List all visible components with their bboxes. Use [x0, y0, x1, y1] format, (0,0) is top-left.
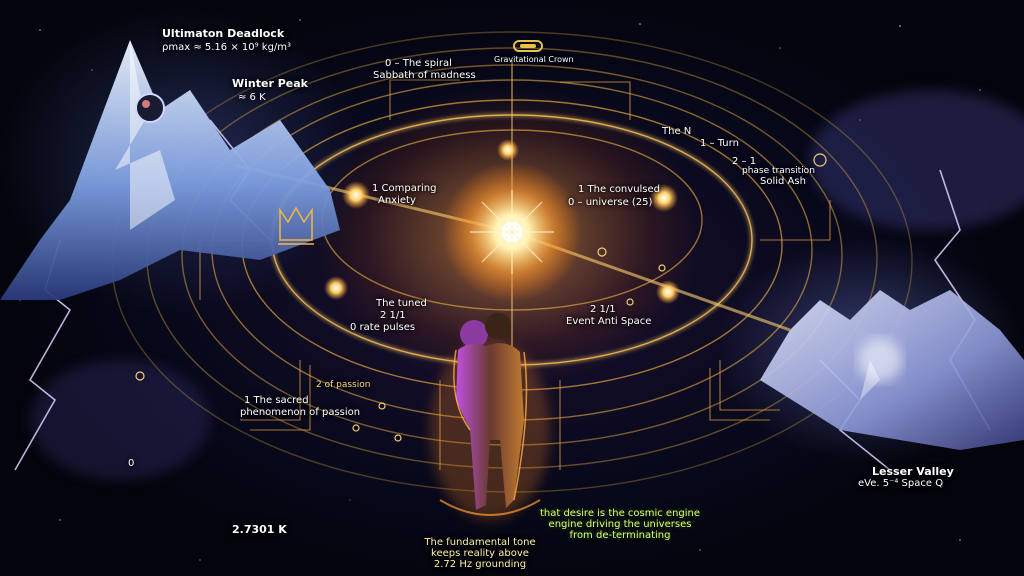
lesser-valley-label: Lesser Valley — [872, 465, 954, 478]
the-n-label-line1: The N — [662, 126, 692, 137]
left-zero-label: 0 — [128, 458, 135, 469]
nebula-haze — [30, 360, 210, 480]
passion-arc-label: 2 of passion — [316, 380, 371, 390]
tuned-label-line2: 2 1/1 — [380, 310, 406, 321]
event-label-line2: Event Anti Space — [566, 316, 652, 327]
sacred-label-line1: 1 The sacred — [244, 395, 309, 406]
density-label: ρmax ≈ 5.16 × 10⁹ kg/m³ — [162, 42, 292, 53]
comparing-label-line2: Anxiety — [378, 195, 416, 206]
fundamental-label-line3: 2.72 Hz grounding — [433, 559, 527, 570]
circuit-traces — [199, 79, 831, 470]
ring-markers — [135, 153, 827, 442]
solid-label-line2: phase transition — [742, 166, 815, 176]
spiral-label-line2: Sabbath of madness — [373, 70, 476, 81]
fundamental-label-line2: keeps reality above — [431, 548, 529, 559]
solid-label-line1: 2 – 1 — [732, 156, 757, 167]
couple-silhouette-icon — [430, 313, 550, 520]
sun-core-icon — [442, 162, 582, 302]
desire-label-line1: that desire is the cosmic engine — [539, 508, 701, 519]
desire-label-line3: from de-terminating — [569, 530, 671, 541]
spiral-label-line1: 0 – The spiral — [385, 58, 452, 69]
winter-temp-label: ≈ 6 K — [238, 92, 266, 103]
crystal-icon — [760, 290, 1024, 450]
event-label-line1: 2 1/1 — [590, 304, 616, 315]
mountain-icon — [0, 40, 340, 300]
convulsed-label-line2: 0 – universe (25) — [568, 197, 653, 208]
crown-icon — [278, 206, 314, 245]
sacred-label-line2: phenomenon of passion — [240, 407, 361, 418]
ultimaton-label: Ultimaton Deadlock — [162, 27, 285, 40]
nebula-haze — [810, 90, 1024, 230]
convulsed-label-line1: 1 The convulsed — [578, 184, 661, 195]
winter-peak-label: Winter Peak — [232, 77, 308, 90]
energy-nodes — [324, 139, 680, 304]
tuned-label-line1: The tuned — [376, 298, 427, 309]
fundamental-label-line1: The fundamental tone — [424, 537, 536, 548]
the-n-label-line2: 1 – Turn — [700, 138, 739, 149]
top-pill-badge — [513, 40, 543, 52]
space-q-label: eVe. 5⁻⁴ Space Q — [858, 478, 944, 489]
desire-label-line2: engine driving the universes — [548, 519, 692, 530]
temperature-label: 2.7301 K — [232, 523, 287, 536]
solid-label-line3: Solid Ash — [760, 176, 806, 187]
comparing-label-line1: 1 Comparing — [372, 183, 437, 194]
top-pill-label: Gravitational Crown — [494, 55, 574, 64]
tuned-label-line3: 0 rate pulses — [350, 322, 416, 333]
